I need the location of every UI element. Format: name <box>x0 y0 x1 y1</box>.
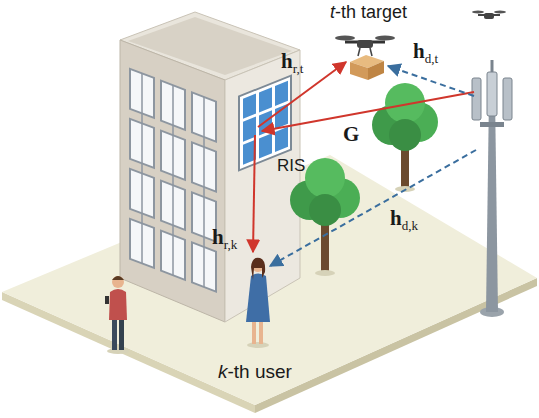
channel-hdk <box>270 150 476 266</box>
tree <box>372 83 438 192</box>
channel-label: hd,k <box>390 207 418 233</box>
user-label: k-th user <box>218 362 292 383</box>
channel-label: hr,k <box>212 226 237 252</box>
drone-target <box>335 36 395 81</box>
target-label: t-th target <box>330 3 407 23</box>
signal-paths <box>253 62 476 266</box>
building <box>120 12 300 322</box>
drone <box>472 11 506 20</box>
channel-label: hr,t <box>281 50 303 76</box>
person <box>246 258 270 348</box>
channel-label: hd,t <box>413 40 438 66</box>
channel-hdt <box>388 66 474 96</box>
person <box>105 276 129 354</box>
channel-label: G <box>343 123 359 146</box>
ris-label: RIS <box>277 157 305 176</box>
tree <box>290 158 360 276</box>
base-station <box>472 60 512 317</box>
channel-g <box>262 92 474 131</box>
channel-hrk <box>253 135 255 252</box>
